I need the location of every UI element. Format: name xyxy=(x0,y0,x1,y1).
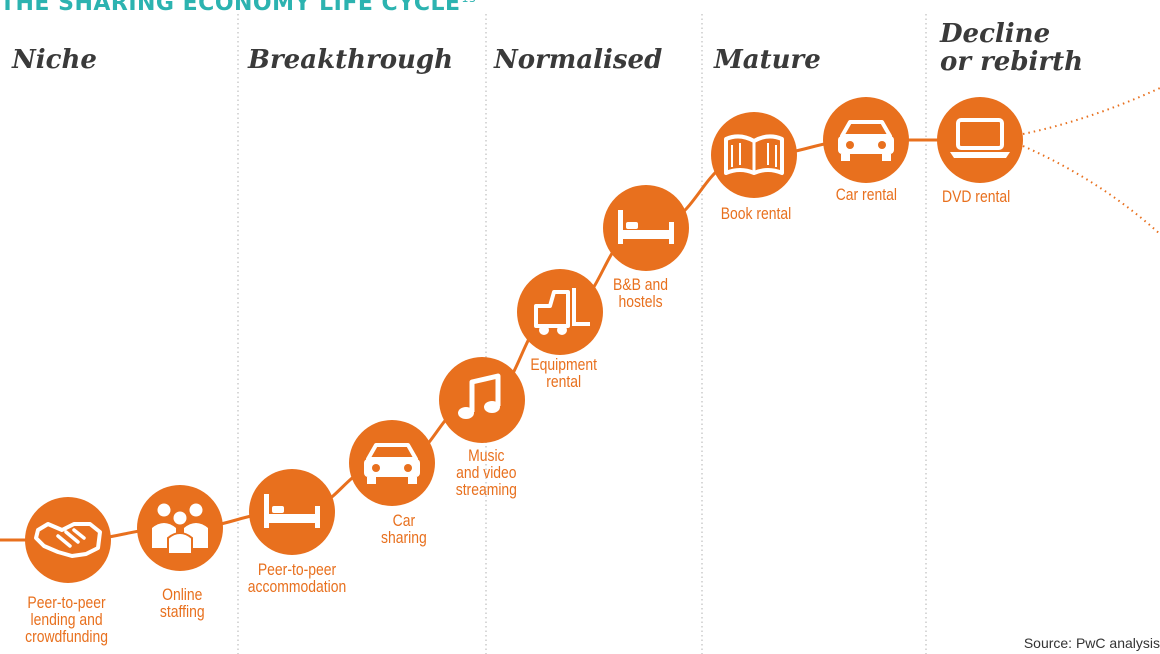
fan-out-rebirth xyxy=(1022,87,1160,135)
node-label: Online staffing xyxy=(159,585,205,621)
life-cycle-node xyxy=(137,485,223,571)
node-label: Peer-to-peer accommodation xyxy=(247,560,347,596)
life-cycle-node xyxy=(603,185,689,271)
node-label: Music and video streaming xyxy=(455,446,517,499)
music-note-icon xyxy=(458,373,501,419)
node-label: DVD rental xyxy=(942,187,1011,206)
node-label: Car sharing xyxy=(381,511,427,547)
stage-label-breakthrough: Breakthrough xyxy=(248,45,454,75)
car-front-icon xyxy=(364,443,420,484)
forklift-icon xyxy=(534,288,590,335)
life-cycle-node xyxy=(823,97,909,183)
life-cycle-node xyxy=(349,420,435,506)
stage-label-decline: Decline or rebirth xyxy=(940,19,1083,77)
life-cycle-node xyxy=(937,97,1023,183)
node-label: Car rental xyxy=(835,185,897,204)
life-cycle-node xyxy=(517,269,603,355)
node-label: Book rental xyxy=(720,204,792,223)
node-label: Equipment rental xyxy=(529,355,597,391)
life-cycle-node xyxy=(439,357,525,443)
node-label: B&B and hostels xyxy=(612,275,668,311)
diagram-title: THE SHARING ECONOMY LIFE CYCLE13 xyxy=(0,0,476,16)
life-cycle-node xyxy=(25,497,111,583)
laptop-icon xyxy=(950,118,1010,158)
source-note: Source: PwC analysis xyxy=(1023,635,1160,651)
node-label: Peer-to-peer lending and crowdfunding xyxy=(24,593,108,646)
life-cycle-node xyxy=(711,112,797,198)
bed-icon xyxy=(618,210,674,244)
handshake-icon xyxy=(34,522,102,558)
stage-label-mature: Mature xyxy=(714,45,821,75)
people-icon xyxy=(152,503,208,555)
stage-label-niche: Niche xyxy=(12,45,97,75)
car-front-icon xyxy=(838,120,894,161)
fan-out-decline xyxy=(1022,145,1160,235)
bed-icon xyxy=(264,494,320,528)
book-icon xyxy=(724,134,784,175)
stage-label-normalised: Normalised xyxy=(494,45,663,75)
life-cycle-node xyxy=(249,469,335,555)
